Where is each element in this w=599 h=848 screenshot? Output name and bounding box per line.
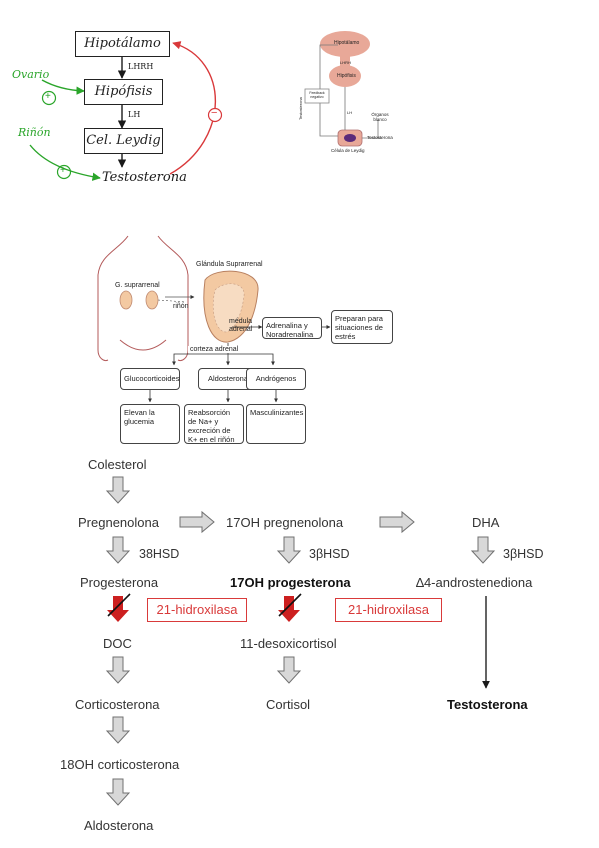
node-cholesterol: Colesterol [88,457,147,472]
node-doc: DOC [103,636,132,651]
feedback-arc [169,41,216,175]
leydig-box: Cel. Leydig [84,128,163,154]
node-18oh-corticosterone: 18OH corticosterona [60,757,180,772]
hypophysis-box: Hipófisis [84,79,163,105]
node-aldosterone: Aldosterona [84,818,154,833]
kidney-arrow [29,144,101,181]
enzyme-hsd-2: 3βHSD [309,547,350,561]
node-testosterone: Testosterona [447,697,528,712]
blocked-arrows [107,593,302,622]
node-17oh-pregnenolone: 17OH pregnenolona [226,515,344,530]
kidney-small-label: riñón [173,303,189,310]
feedback-minus: − [211,107,218,119]
cortex-label: corteza adrenal [188,346,241,353]
mini-vertical: Testosterona [298,97,303,120]
adrenal-connectors [148,325,331,403]
hypothalamus-box: Hipotálamo [75,31,170,57]
mini-lh: LH [347,110,353,115]
ovary-plus: + [45,91,51,102]
mini-side-box: Feedback negativo [309,91,325,99]
mini-leydig: Célula de Leydig [331,148,365,153]
axis-arrows [29,41,223,181]
stress-box: Preparan para situaciones de estrés [331,310,393,344]
adrenal-gland [203,270,259,343]
mini-hypophysis: Hipófisis [337,73,356,79]
mini-targets: Órganos blanco [371,112,389,122]
pathway-arrows [105,476,496,806]
glucocorticoids-box: Glucocorticoides [120,368,180,390]
kidney-plus: + [60,165,66,176]
block-21-hydroxylase-2: 21-hidroxilasa [335,598,442,622]
enzyme-hsd-1: 38HSD [139,547,180,561]
node-dha: DHA [472,515,500,530]
lhrh-label: LHRH [128,62,154,71]
gland-title: Glándula Suprarrenal [196,261,263,268]
ovary-arrow [41,79,85,95]
sodium-box: Reabsorción de Na+ y excreción de K+ en … [184,404,244,444]
medulla-label: médula adrenal [229,318,253,333]
mini-hypothalamus: Hipotálamo [334,40,360,46]
mini-lhrh: LHRH [340,60,351,65]
block-21-hydroxylase-1: 21-hidroxilasa [147,598,247,622]
glycemia-box: Elevan la glucemia [120,404,180,444]
node-pregnenolone: Pregnenolona [78,515,159,530]
ovary-label: Ovario [12,68,50,81]
node-cortisol: Cortisol [266,697,311,712]
node-corticosterone: Corticosterona [75,697,160,712]
masculinizing-box: Masculinizantes [246,404,306,444]
medulla-hormones-box: Adrenalina y Noradrenalina [262,317,322,339]
node-progesterone: Progesterona [80,575,159,590]
mini-diagram-shapes [304,31,382,147]
body-outline [97,235,195,361]
mini-testosterone: Testosterona [367,135,393,140]
supra-label: G. suprarrenal [115,282,160,289]
node-17oh-progesterone: 17OH progesterona [230,575,351,590]
androgens-box: Andrógenos [246,368,306,390]
testosterone-label: Testosterona [102,170,187,185]
kidney-label: Riñón [18,126,51,139]
node-11-deoxycortisol: 11-desoxicortisol [240,636,337,651]
lh-label: LH [128,110,141,119]
node-androstenedione: ∆4-androstenediona [416,575,533,590]
enzyme-hsd-3: 3βHSD [503,547,544,561]
